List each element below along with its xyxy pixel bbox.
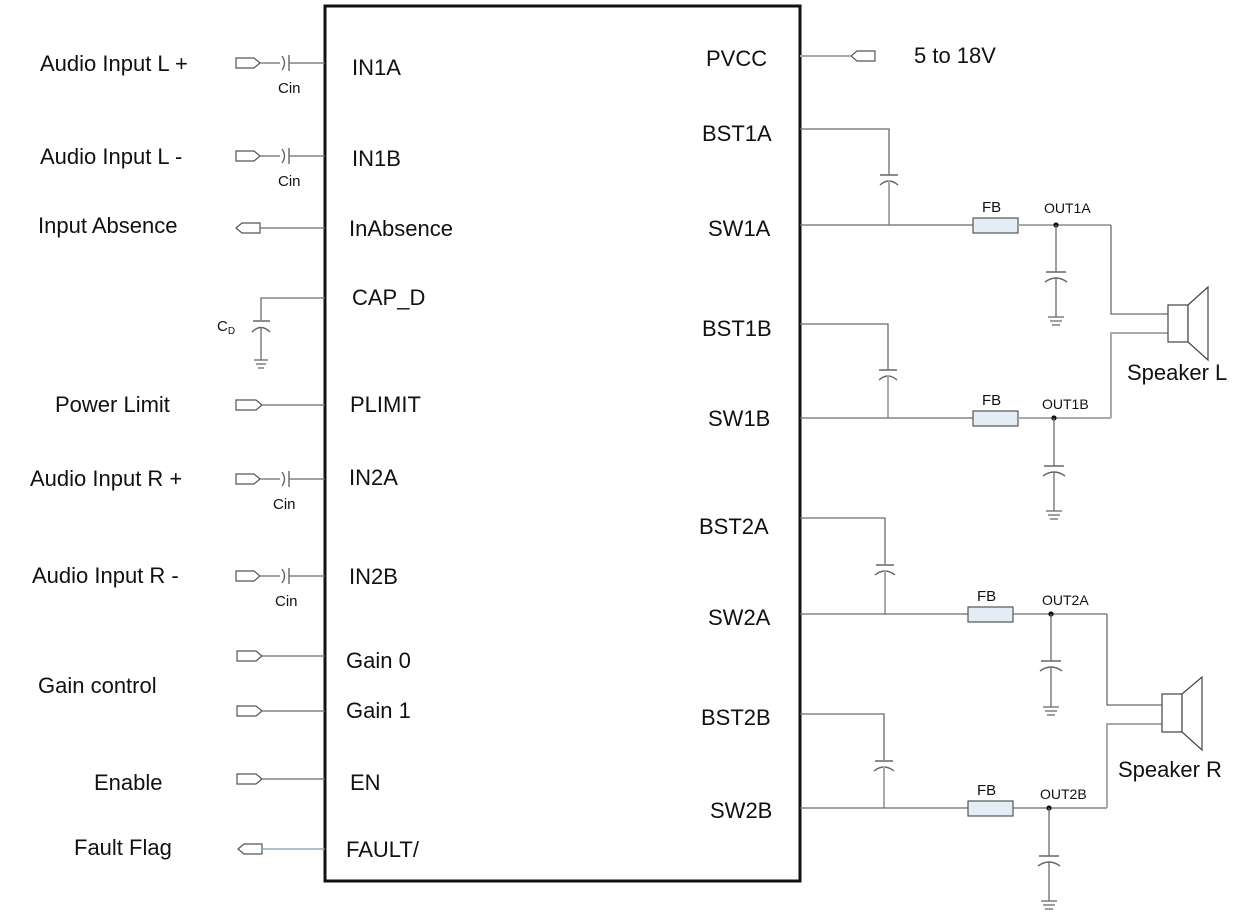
- input-port-icon: [236, 773, 263, 785]
- cin-label: Cin: [273, 496, 296, 513]
- cin-label: Cin: [278, 173, 301, 190]
- channel-2a-group: BST2A SW2A FB OUT2A: [699, 514, 1107, 716]
- channel-1b-group: BST1B SW1B FB OUT1B: [702, 316, 1111, 520]
- pin-fault: FAULT/: [346, 837, 420, 862]
- capacitor-icon: [281, 148, 286, 164]
- signal-label-audio-input-r-plus: Audio Input R +: [30, 466, 182, 491]
- fb-label: FB: [982, 392, 1001, 409]
- capacitor-icon: [281, 471, 286, 487]
- plimit-input-group: Power Limit PLIMIT: [55, 392, 421, 417]
- pin-pvcc: PVCC: [706, 46, 767, 71]
- pin-in1b: IN1B: [352, 146, 401, 171]
- channel-1a-group: BST1A SW1A FB OUT1A: [702, 121, 1111, 326]
- in2b-input-group: Audio Input R - Cin IN2B: [32, 563, 398, 610]
- fb-label: FB: [977, 588, 996, 605]
- signal-label-power-limit: Power Limit: [55, 392, 170, 417]
- pin-bst1a: BST1A: [702, 121, 772, 146]
- speaker-icon: [1161, 675, 1203, 752]
- pin-in1a: IN1A: [352, 55, 401, 80]
- inabsence-output-group: Input Absence InAbsence: [38, 213, 453, 241]
- pin-sw1b: SW1B: [708, 406, 770, 431]
- input-port-icon: [236, 705, 263, 717]
- speaker-label-left: Speaker L: [1127, 360, 1227, 385]
- output-port-icon: [237, 843, 263, 855]
- output-label-out2a: OUT2A: [1042, 592, 1089, 608]
- signal-label-input-absence: Input Absence: [38, 213, 177, 238]
- pin-gain-1: Gain 1: [346, 698, 411, 723]
- pvcc-supply-group: PVCC 5 to 18V: [706, 43, 996, 71]
- amplifier-ic-body: [323, 4, 802, 883]
- pin-bst2a: BST2A: [699, 514, 769, 539]
- pin-bst1b: BST1B: [702, 316, 772, 341]
- ground-icon: [254, 359, 268, 369]
- enable-input-group: Enable EN: [94, 770, 381, 795]
- capacitor-icon: [281, 55, 286, 71]
- signal-label-audio-input-l-plus: Audio Input L +: [40, 51, 188, 76]
- input-port-icon: [235, 399, 263, 411]
- ground-icon: [1046, 510, 1062, 520]
- in1a-input-group: Audio Input L + Cin IN1A: [40, 51, 401, 97]
- supply-port-icon: [850, 50, 876, 62]
- ferrite-bead-icon: [967, 800, 1014, 817]
- signal-label-fault-flag: Fault Flag: [74, 835, 172, 860]
- gain-control-group: Gain control Gain 0 Gain 1: [38, 648, 411, 723]
- pin-sw1a: SW1A: [708, 216, 771, 241]
- input-port-icon: [235, 150, 261, 162]
- input-port-icon: [235, 57, 261, 69]
- in2a-input-group: Audio Input R + Cin IN2A: [30, 465, 398, 513]
- signal-label-gain-control: Gain control: [38, 673, 157, 698]
- fb-label: FB: [977, 782, 996, 799]
- speaker-label-right: Speaker R: [1118, 757, 1222, 782]
- ground-icon: [1041, 900, 1057, 910]
- cd-label: CD: [217, 318, 235, 337]
- input-port-icon: [235, 570, 261, 582]
- pin-sw2b: SW2B: [710, 798, 772, 823]
- output-label-out2b: OUT2B: [1040, 786, 1087, 802]
- pin-en: EN: [350, 770, 381, 795]
- ferrite-bead-icon: [972, 410, 1019, 427]
- ferrite-bead-icon: [972, 217, 1019, 234]
- input-port-icon: [235, 473, 261, 485]
- speaker-l-group: Speaker L: [1110, 225, 1227, 418]
- pin-in2b: IN2B: [349, 564, 398, 589]
- cin-label: Cin: [278, 80, 301, 97]
- in1b-input-group: Audio Input L - Cin IN1B: [40, 144, 401, 190]
- ground-icon: [1043, 706, 1059, 716]
- pin-gain-0: Gain 0: [346, 648, 411, 673]
- capacitor-icon: [281, 568, 286, 584]
- supply-voltage-label: 5 to 18V: [914, 43, 996, 68]
- pin-plimit: PLIMIT: [350, 392, 421, 417]
- ferrite-bead-icon: [967, 606, 1014, 623]
- output-label-out1a: OUT1A: [1044, 200, 1091, 216]
- pin-inabsence: InAbsence: [349, 216, 453, 241]
- signal-label-audio-input-l-minus: Audio Input L -: [40, 144, 182, 169]
- cap-d-group: CD CAP_D: [217, 285, 425, 369]
- output-port-icon: [235, 222, 261, 234]
- output-label-out1b: OUT1B: [1042, 396, 1089, 412]
- ground-icon: [1048, 316, 1064, 326]
- pin-cap-d: CAP_D: [352, 285, 425, 310]
- speaker-icon: [1167, 285, 1209, 362]
- signal-label-enable: Enable: [94, 770, 163, 795]
- cin-label: Cin: [275, 593, 298, 610]
- pin-sw2a: SW2A: [708, 605, 771, 630]
- pin-in2a: IN2A: [349, 465, 398, 490]
- signal-label-audio-input-r-minus: Audio Input R -: [32, 563, 179, 588]
- pin-bst2b: BST2B: [701, 705, 771, 730]
- fb-label: FB: [982, 199, 1001, 216]
- speaker-r-group: Speaker R: [1106, 614, 1222, 808]
- input-port-icon: [236, 650, 263, 662]
- channel-2b-group: BST2B SW2B FB OUT2B: [701, 705, 1107, 910]
- fault-output-group: Fault Flag FAULT/: [74, 835, 420, 862]
